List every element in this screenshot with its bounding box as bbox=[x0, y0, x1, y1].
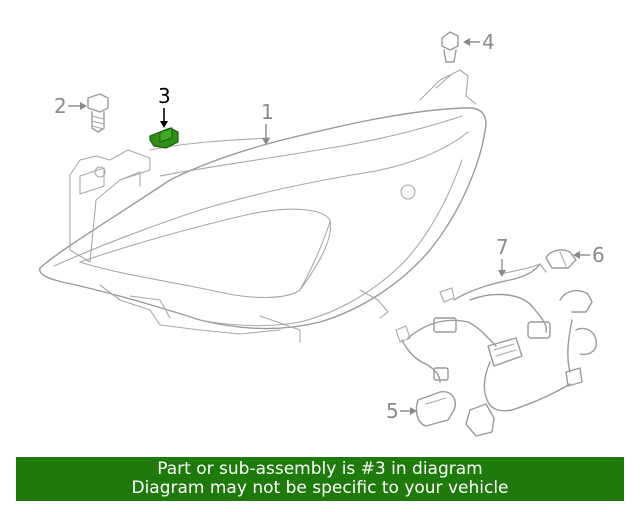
callout-2-label: 2 bbox=[54, 94, 67, 118]
callout-6[interactable]: 6 bbox=[573, 243, 605, 267]
wiring-harness bbox=[395, 263, 597, 437]
callout-1-label: 1 bbox=[261, 100, 274, 124]
callout-4[interactable]: 4 bbox=[463, 30, 495, 54]
headlamp-assembly bbox=[39, 69, 487, 343]
callout-5-label: 5 bbox=[386, 399, 399, 423]
part-info-banner: Part or sub-assembly is #3 in diagram Di… bbox=[16, 457, 624, 501]
banner-line-disclaimer: Diagram may not be specific to your vehi… bbox=[131, 478, 509, 498]
callout-2[interactable]: 2 bbox=[54, 94, 87, 118]
callout-3-highlighted[interactable]: 3 bbox=[158, 84, 171, 128]
clip-part-highlighted bbox=[149, 127, 179, 149]
bulb-part-5 bbox=[415, 391, 456, 427]
parts-diagram: 1 2 3 4 5 6 7 bbox=[39, 30, 605, 437]
callout-5[interactable]: 5 bbox=[386, 399, 417, 423]
callout-1[interactable]: 1 bbox=[261, 100, 274, 145]
retainer-part bbox=[441, 31, 459, 63]
callout-7-label: 7 bbox=[496, 235, 509, 259]
bulb-part-6 bbox=[545, 249, 577, 269]
callout-7[interactable]: 7 bbox=[496, 235, 509, 277]
callout-3-label: 3 bbox=[158, 84, 171, 108]
callout-6-label: 6 bbox=[592, 243, 605, 267]
callout-4-label: 4 bbox=[482, 30, 495, 54]
bolt-part bbox=[87, 93, 109, 133]
banner-line-part-info: Part or sub-assembly is #3 in diagram bbox=[157, 459, 483, 479]
